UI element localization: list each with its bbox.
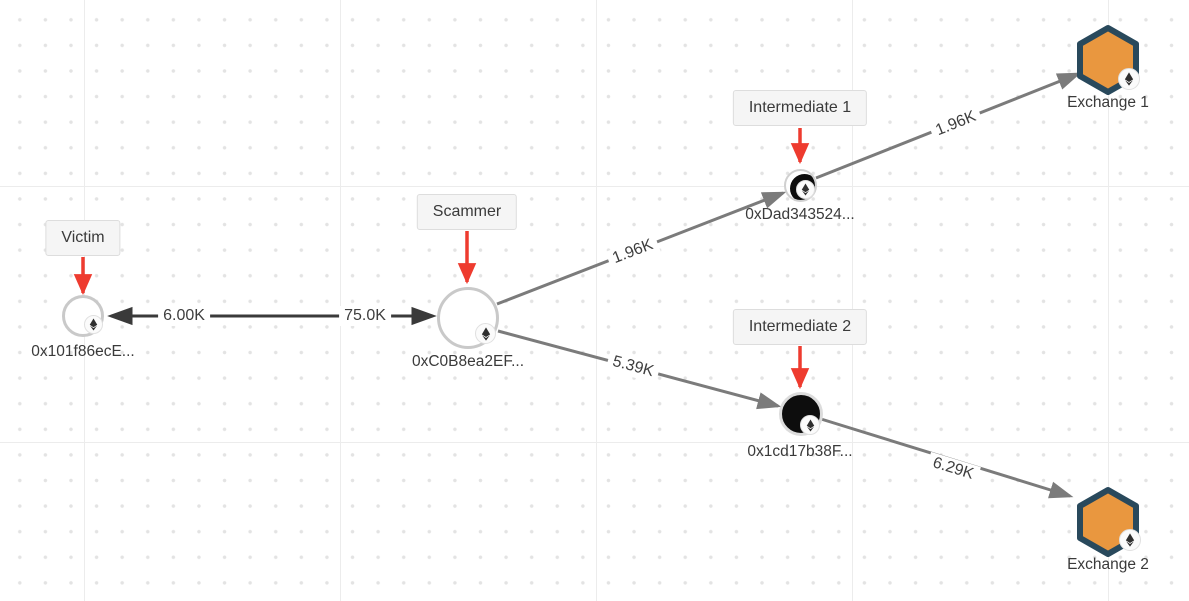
ethereum-icon <box>1118 68 1140 90</box>
scammer-tag[interactable]: Scammer <box>416 194 518 230</box>
ethereum-icon <box>84 315 103 334</box>
intermediate-2-address: 0x1cd17b38F... <box>747 443 853 460</box>
ethereum-icon <box>1119 529 1141 551</box>
victim-address: 0x101f86ecE... <box>31 343 135 360</box>
edge-label-75k: 75.0K <box>339 306 391 326</box>
exchange-1-node[interactable] <box>1073 22 1143 103</box>
ethereum-icon <box>800 415 820 435</box>
exchange-2-label: Exchange 2 <box>1067 556 1149 573</box>
intermediate-2-tag[interactable]: Intermediate 2 <box>732 309 868 345</box>
edge-label-6k: 6.00K <box>158 306 210 326</box>
ethereum-icon <box>475 323 496 344</box>
victim-tag[interactable]: Victim <box>45 220 121 256</box>
exchange-2-node[interactable] <box>1073 484 1143 565</box>
exchange-1-label: Exchange 1 <box>1067 94 1149 111</box>
intermediate-1-tag[interactable]: Intermediate 1 <box>732 90 868 126</box>
intermediate-1-address: 0xDad343524... <box>745 206 855 223</box>
ethereum-icon <box>796 180 815 199</box>
scammer-node[interactable] <box>437 287 499 349</box>
scammer-address: 0xC0B8ea2EF... <box>411 353 525 370</box>
